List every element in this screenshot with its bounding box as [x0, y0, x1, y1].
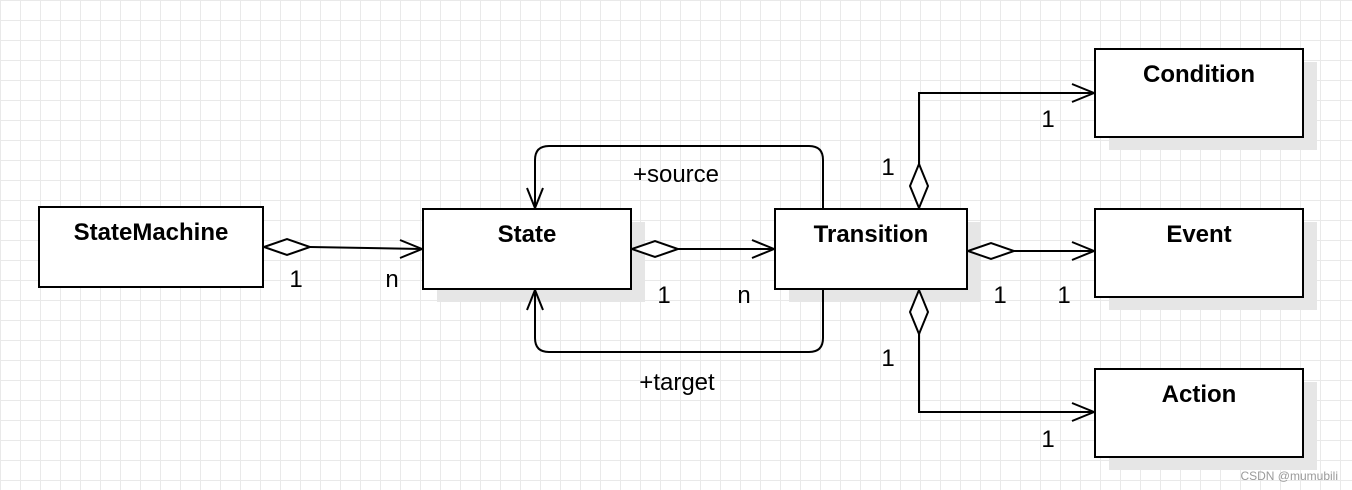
multiplicity-transition-action-to: 1: [1041, 426, 1054, 453]
edge-source-loop: [534, 145, 824, 208]
edge-transition-condition: [918, 92, 1094, 164]
edge-statemachine-state: [309, 246, 423, 250]
class-name-state: State: [498, 221, 557, 248]
multiplicity-transition-condition-from: 1: [881, 154, 894, 181]
class-name-condition: Condition: [1143, 61, 1255, 88]
multiplicity-transition-event-from: 1: [993, 282, 1006, 309]
class-box-condition[interactable]: Condition: [1094, 48, 1304, 138]
aggregation-diamond-statemachine: [260, 237, 314, 257]
multiplicity-transition-event-to: 1: [1057, 282, 1070, 309]
class-box-transition[interactable]: Transition: [774, 208, 968, 290]
class-box-event[interactable]: Event: [1094, 208, 1304, 298]
class-name-action: Action: [1162, 381, 1237, 408]
multiplicity-transition-condition-to: 1: [1041, 106, 1054, 133]
edge-target-loop: [534, 290, 824, 353]
class-name-transition: Transition: [814, 221, 929, 248]
watermark: CSDN @mumubili: [1240, 469, 1338, 483]
class-name-event: Event: [1166, 221, 1231, 248]
class-box-state[interactable]: State: [422, 208, 632, 290]
multiplicity-state-transition-to: n: [737, 282, 750, 309]
role-label-target: +target: [639, 369, 715, 396]
multiplicity-sm-state-to: n: [385, 266, 398, 293]
class-box-action[interactable]: Action: [1094, 368, 1304, 458]
multiplicity-state-transition-from: 1: [657, 282, 670, 309]
aggregation-diamond-condition: [908, 161, 930, 211]
multiplicity-sm-state-from: 1: [289, 266, 302, 293]
role-label-source: +source: [633, 161, 719, 188]
class-box-statemachine[interactable]: StateMachine: [38, 206, 264, 288]
multiplicity-transition-action-from: 1: [881, 345, 894, 372]
edge-transition-action: [918, 334, 1094, 413]
class-name-statemachine: StateMachine: [74, 219, 229, 246]
